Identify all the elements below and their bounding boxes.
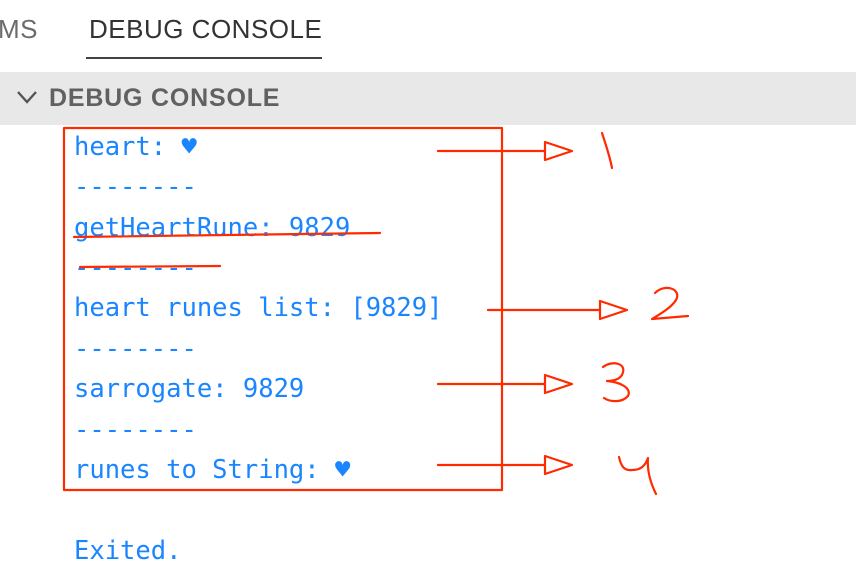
console-line: -------- (74, 172, 197, 202)
active-tab-indicator (86, 57, 322, 59)
console-line: -------- (74, 253, 197, 283)
console-line: runes to String: ♥ (74, 455, 351, 485)
debug-console-section-header[interactable]: DEBUG CONSOLE (0, 72, 856, 125)
section-title: DEBUG CONSOLE (49, 84, 281, 112)
tab-debug-console[interactable]: DEBUG CONSOLE (89, 14, 323, 44)
console-line: getHeartRune: 9829 (74, 213, 351, 243)
console-line: heart runes list: [9829] (74, 293, 443, 323)
console-line: heart: ♥ (74, 132, 197, 162)
console-exit-line: Exited. (74, 536, 182, 566)
chevron-down-icon[interactable] (14, 84, 40, 110)
console-line: -------- (74, 415, 197, 445)
tab-problems[interactable]: MS (0, 14, 38, 44)
panel-tab-strip: MS DEBUG CONSOLE (0, 0, 856, 72)
debug-console-output[interactable]: heart: ♥ -------- getHeartRune: 9829 ---… (0, 125, 856, 570)
console-line: -------- (74, 334, 197, 364)
console-line: sarrogate: 9829 (74, 374, 305, 404)
